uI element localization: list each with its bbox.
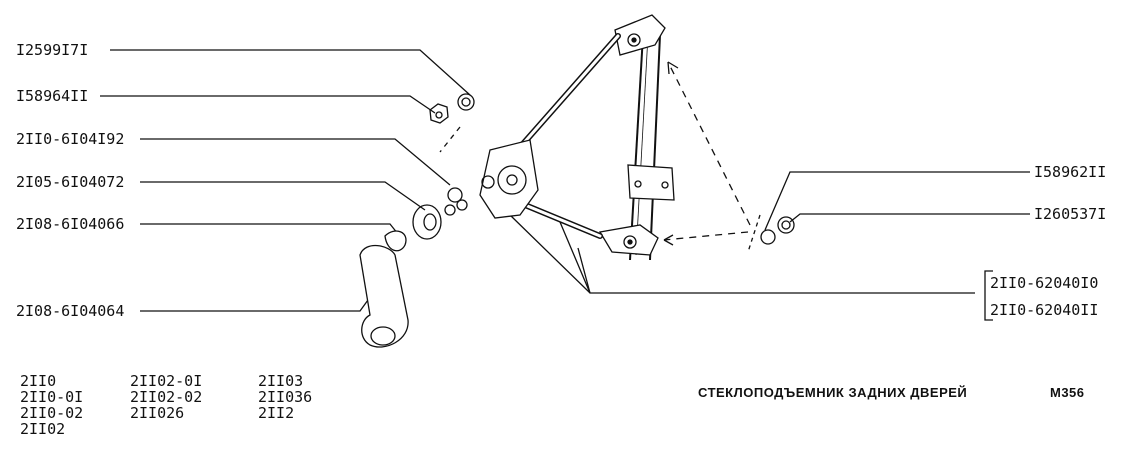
leader-r2 xyxy=(789,213,1030,223)
spring-clip xyxy=(447,187,463,203)
bushing xyxy=(412,204,442,240)
model-code: 2II02-0I xyxy=(130,372,203,390)
crank-handle xyxy=(359,244,409,348)
washer-right xyxy=(777,216,795,234)
axis-dash xyxy=(439,126,461,153)
leader-r1 xyxy=(764,171,1030,231)
callout-label: 2I08-6I04064 xyxy=(16,302,125,320)
leader-l2 xyxy=(100,95,436,114)
bracket xyxy=(984,270,993,321)
callout-label: 2II0-6I04I92 xyxy=(16,130,125,148)
washer-top xyxy=(457,93,475,111)
model-list-col2: 2II02-0I 2II02-02 2II026 xyxy=(130,373,202,421)
arrow-up xyxy=(667,61,751,226)
rail-right xyxy=(649,34,661,261)
leader-r3c xyxy=(577,247,591,294)
model-code: 2II03 xyxy=(258,372,304,390)
model-list-col3: 2II03 2II036 2II2 xyxy=(258,373,312,421)
bottom-pivot xyxy=(623,235,637,249)
callout-label: I260537I xyxy=(1034,205,1107,223)
model-code: 2II036 xyxy=(258,388,313,406)
diagram-code: М356 xyxy=(1050,385,1085,400)
model-code: 2II2 xyxy=(258,404,295,422)
diagram-title: СТЕКЛОПОДЪЕМНИК ЗАДНИХ ДВЕРЕЙ xyxy=(698,385,968,400)
gear-housing xyxy=(479,139,539,219)
leader-l5 xyxy=(140,223,399,235)
callout-label: I58962II xyxy=(1034,163,1107,181)
callout-label: 2I08-6I04066 xyxy=(16,215,125,233)
handle-eye xyxy=(370,326,396,346)
rail-left xyxy=(629,34,644,261)
arrow-left xyxy=(663,231,749,241)
gear-hub xyxy=(497,165,527,195)
leader-r3b xyxy=(559,221,591,294)
top-slider xyxy=(614,14,666,56)
leader-l4 xyxy=(140,181,426,211)
leader-l6 xyxy=(140,299,369,312)
nut-right xyxy=(760,229,776,245)
leader-l3 xyxy=(140,138,451,186)
mid-bracket xyxy=(627,164,675,201)
model-code: 2II02-02 xyxy=(130,388,203,406)
model-list-col1: 2II0 2II0-0I 2II0-02 2II02 xyxy=(20,373,83,437)
callout-label: 2II0-62040II xyxy=(990,301,1099,319)
model-code: 2II0-0I xyxy=(20,388,84,406)
rail-inner xyxy=(635,34,649,256)
callout-label: 2I05-6I04072 xyxy=(16,173,125,191)
callout-label: I58964II xyxy=(16,87,89,105)
callout-label: I2599I7I xyxy=(16,41,89,59)
model-code: 2II0 xyxy=(20,372,57,390)
top-pivot xyxy=(627,33,641,47)
model-code: 2II0-02 xyxy=(20,404,84,422)
callout-label: 2II0-62040I0 xyxy=(990,274,1099,292)
leader-l1 xyxy=(110,49,471,96)
nut-top xyxy=(429,103,449,124)
model-code: 2II02 xyxy=(20,420,66,438)
drive-shaft xyxy=(481,175,495,189)
handle-clip xyxy=(384,230,407,252)
model-code: 2II026 xyxy=(130,404,185,422)
